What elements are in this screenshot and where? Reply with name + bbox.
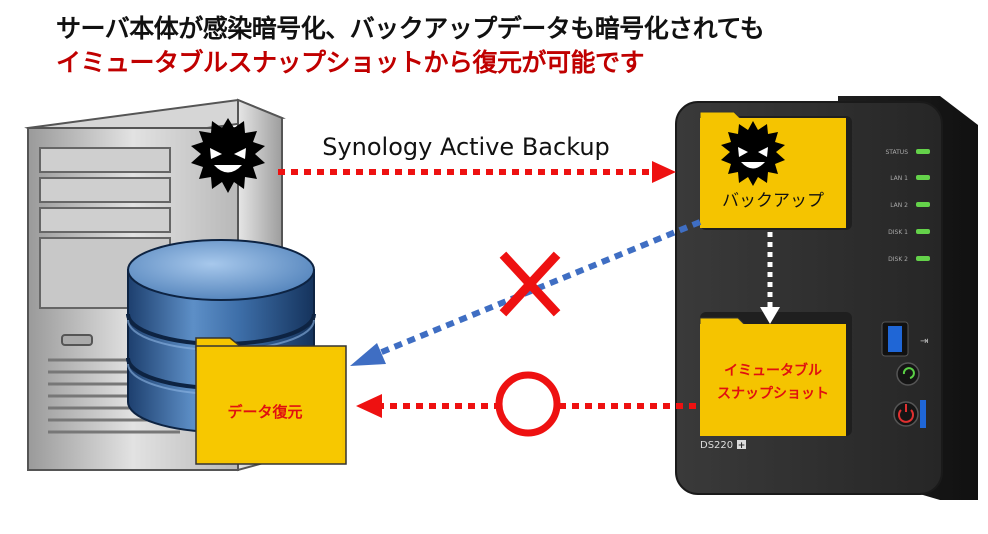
- ok-circle-icon: [495, 371, 561, 437]
- title-line-1: サーバ本体が感染暗号化、バックアップデータも暗号化されても: [56, 14, 765, 43]
- usb-icon: ⇥: [920, 336, 928, 347]
- malware-icon-nas: [721, 121, 785, 186]
- flow-label: Synology Active Backup: [322, 133, 610, 161]
- nas-model-plus: +: [738, 441, 746, 451]
- usb-port: ⇥: [881, 321, 928, 357]
- led-label-lan1: LAN 1: [890, 175, 908, 182]
- led-label-disk1: DISK 1: [888, 229, 908, 236]
- led-label-lan2: LAN 2: [890, 202, 908, 209]
- snapshot-label-line-2: スナップショット: [717, 386, 829, 402]
- snapshot-arrow: [760, 232, 780, 324]
- snapshot-label-line-1: イミュータブル: [724, 362, 822, 379]
- slide-title: サーバ本体が感染暗号化、バックアップデータも暗号化されても イミュータブルスナッ…: [56, 12, 956, 80]
- backup-arrow: [278, 161, 676, 183]
- malware-icon: [191, 118, 265, 193]
- nas-model-label: DS220: [700, 440, 733, 451]
- copy-button: [896, 362, 920, 386]
- nas-status-leds: STATUS LAN 1 LAN 2 DISK 1 DISK 2: [885, 149, 930, 263]
- restore-folder-icon: データ復元: [195, 337, 347, 465]
- title-line-2: イミュータブルスナップショットから復元が可能です: [56, 48, 645, 77]
- restore-folder-label: データ復元: [227, 403, 302, 421]
- failed-restore-arrow: [350, 219, 702, 366]
- snapshot-folder-icon: イミュータブル スナップショット: [699, 317, 846, 436]
- backup-folder-label: バックアップ: [722, 191, 824, 211]
- led-label-disk2: DISK 2: [888, 256, 908, 263]
- led-label-status: STATUS: [885, 149, 908, 156]
- cross-icon: [499, 251, 561, 317]
